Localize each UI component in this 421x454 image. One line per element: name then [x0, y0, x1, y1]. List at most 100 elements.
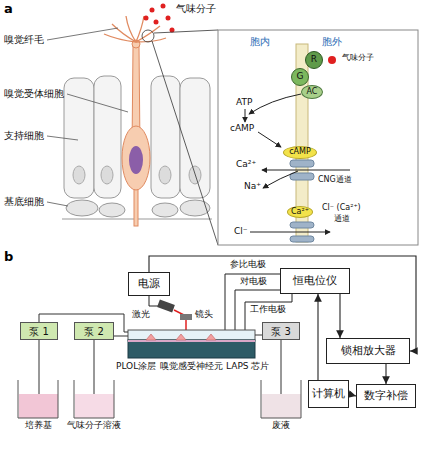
part-label: CNG通道 [318, 176, 352, 185]
camp-ellipse: cAMP [283, 146, 317, 159]
odor-molecules-part [150, 8, 155, 13]
connector-arrow [339, 294, 340, 338]
leader-lines-part [67, 94, 128, 112]
basal-cells-part [66, 200, 98, 216]
part-label: 培养基 [25, 421, 52, 431]
part-label: cAMP [230, 124, 254, 134]
part-label: 基底细胞 [4, 196, 44, 207]
instrument-box: 计算机 [308, 380, 349, 408]
part-label: 镜头 [195, 310, 213, 320]
inset-part [290, 173, 314, 180]
odor-molecules-part [144, 16, 149, 21]
connector-arrow [317, 294, 318, 380]
inset-part [218, 30, 418, 245]
inset-part [290, 236, 314, 242]
laps-chip-part [146, 334, 216, 340]
leader-lines-part [47, 28, 118, 40]
zoom-callout-part [152, 41, 218, 245]
part-label: 嗅觉受体细胞 [4, 88, 64, 99]
node-text: 泵 3 [271, 326, 291, 337]
zoom-callout-part [142, 30, 154, 42]
laser-path-part [157, 300, 175, 313]
part-label: Cl⁻ (Ca²⁺) [322, 204, 361, 213]
node-text: Ca²⁺ [291, 208, 309, 217]
part-label: 工作电极 [250, 305, 286, 315]
instrument-box: 数字补偿 [356, 384, 416, 408]
odor-molecules-part [166, 16, 171, 21]
pump-box: 泵 1 [20, 322, 58, 340]
instrument-box: 锁相放大器 [326, 338, 410, 364]
part-label: 参比电极 [230, 260, 266, 270]
beakers-part [18, 380, 301, 418]
laser-path-part [149, 296, 158, 306]
laps-chip-part [128, 330, 255, 340]
receptor-cell [122, 40, 150, 226]
supporting-cells-part [64, 78, 94, 198]
inset-part [290, 222, 314, 228]
receptor-cell-part [129, 146, 143, 174]
beakers-part [19, 394, 58, 418]
part-label: Ca²⁺ [236, 160, 256, 170]
inset [218, 30, 418, 245]
odor-molecules [144, 4, 175, 33]
instrument-box: 恒电位仪 [280, 268, 350, 294]
node-text: 泵 2 [84, 326, 104, 337]
node-text: cAMP [289, 148, 311, 157]
supporting-cells-part [94, 76, 121, 198]
laser-path-part [180, 314, 192, 320]
tubes-part [255, 335, 262, 336]
enzyme-ellipse: AC [301, 85, 323, 99]
part-label: 激光 [132, 310, 150, 320]
node-text: 锁相放大器 [341, 345, 396, 357]
part-label: 气味分子溶液 [67, 421, 121, 431]
pump-box: 泵 2 [74, 322, 114, 340]
supporting-cells-part [101, 166, 113, 184]
pathway-arrows-part [250, 232, 330, 233]
node-text: AC [307, 88, 318, 97]
part-label: Na⁺ [244, 182, 261, 192]
node-text: 泵 1 [29, 326, 49, 337]
basal-cells-part [152, 203, 178, 217]
calcium-ellipse: Ca²⁺ [287, 206, 313, 218]
panel-letter: b [4, 250, 13, 264]
part-label: 胞外 [322, 36, 342, 47]
zoom-callout [142, 30, 218, 245]
part-label: 胞内 [250, 36, 270, 47]
cilia-part [126, 16, 136, 42]
beakers [18, 380, 301, 418]
connector-arrow [385, 364, 386, 384]
pathway-arrows-part [249, 94, 301, 114]
cilia-part [104, 34, 136, 42]
supporting-cells-part [180, 78, 210, 198]
part-label: ATP [236, 98, 252, 108]
node-text: 计算机 [312, 388, 345, 400]
connector-arrow [349, 394, 357, 396]
part-label: 气味分子 [176, 3, 216, 14]
part-label: 对电极 [240, 277, 267, 287]
pathway-arrows-part [262, 170, 350, 171]
supporting-cells-part [159, 166, 171, 184]
cilia-part [136, 26, 160, 42]
pump-box: 泵 3 [262, 322, 300, 340]
part-label: 支持细胞 [4, 130, 44, 141]
part-label: 嗅觉纤毛 [4, 34, 44, 45]
receptor-circle: R [305, 51, 323, 69]
cilia-part [112, 24, 136, 42]
zoom-callout-part [154, 30, 218, 33]
basal-cells-part [99, 203, 125, 217]
node-text: 电源 [138, 278, 160, 290]
node-text: 数字补偿 [364, 390, 408, 402]
leader-lines-part [47, 202, 68, 206]
instrument-box: 电源 [128, 272, 170, 296]
node-text: G [297, 72, 304, 82]
part-label: PLOL涂层 [116, 362, 156, 372]
node-text: R [311, 55, 317, 65]
beakers-part [262, 394, 301, 418]
receptor-cell-part [122, 126, 150, 190]
pathway-arrows-part [263, 171, 298, 188]
part-label: LAPS 芯片 [226, 362, 269, 372]
tubes [39, 314, 281, 406]
pathway-arrows-part [258, 132, 281, 147]
part-label: Cl⁻ [234, 227, 248, 237]
